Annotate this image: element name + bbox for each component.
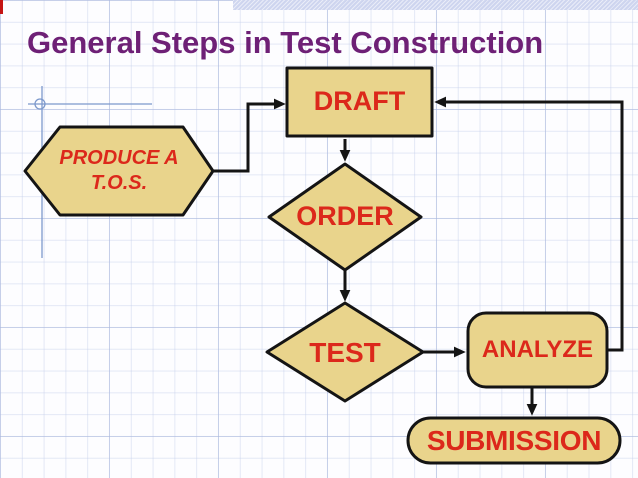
test-diamond	[265, 301, 425, 403]
analyze-rounded-rectangle	[466, 311, 609, 389]
tos-hexagon	[23, 125, 215, 217]
edge-tos-to-draft	[213, 98, 286, 173]
red-corner-mark	[0, 0, 3, 14]
submission-stadium	[406, 416, 622, 465]
flow-connectors	[213, 96, 624, 416]
draft-rectangle	[285, 66, 434, 138]
guide-anchor-circle	[34, 98, 46, 110]
order-diamond	[267, 162, 423, 272]
edge-analyze-to-draft-feedback	[434, 96, 624, 352]
top-border-band	[233, 0, 638, 10]
flow-shapes	[23, 66, 622, 465]
slide-title: General Steps in Test Construction	[27, 25, 544, 60]
